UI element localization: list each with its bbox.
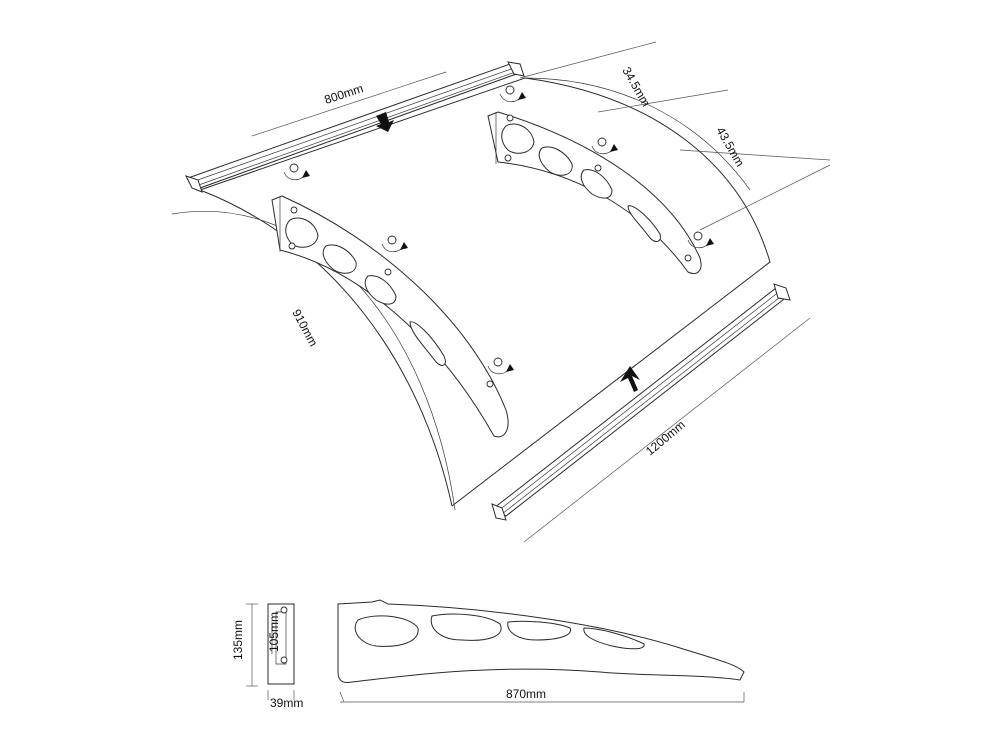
bottom-rail bbox=[491, 283, 791, 521]
dimension-1200mm: 1200mm bbox=[523, 317, 811, 543]
right-bracket bbox=[487, 111, 702, 274]
bracket-side-view: 870mm bbox=[337, 599, 745, 703]
dimension-43-5mm: 43.5mm bbox=[679, 125, 831, 231]
mount-width-label: 39mm bbox=[270, 696, 303, 710]
insert-arrow-bottom bbox=[620, 366, 640, 392]
left-bracket bbox=[271, 195, 509, 438]
bracket-height-label: 135mm bbox=[231, 620, 245, 660]
screws-and-rotation-arrows bbox=[283, 85, 714, 375]
dimension-43-5mm-label: 43.5mm bbox=[713, 125, 747, 170]
insert-arrow-top bbox=[376, 112, 394, 132]
dimension-910mm: 910mm bbox=[289, 307, 320, 349]
dimension-34-5mm: 34.5mm bbox=[519, 41, 729, 113]
canopy-panel bbox=[171, 77, 771, 511]
dimension-34-5mm-label: 34.5mm bbox=[619, 65, 653, 110]
dimension-800mm-label: 800mm bbox=[323, 81, 365, 107]
mount-height-label: 105mm bbox=[267, 612, 281, 652]
top-rail bbox=[185, 61, 525, 193]
wall-mount-detail: 135mm 105mm 39mm bbox=[231, 603, 303, 710]
dimension-1200mm-label: 1200mm bbox=[643, 418, 688, 459]
dimension-910mm-label: 910mm bbox=[289, 307, 320, 349]
bracket-length-label: 870mm bbox=[506, 687, 546, 701]
